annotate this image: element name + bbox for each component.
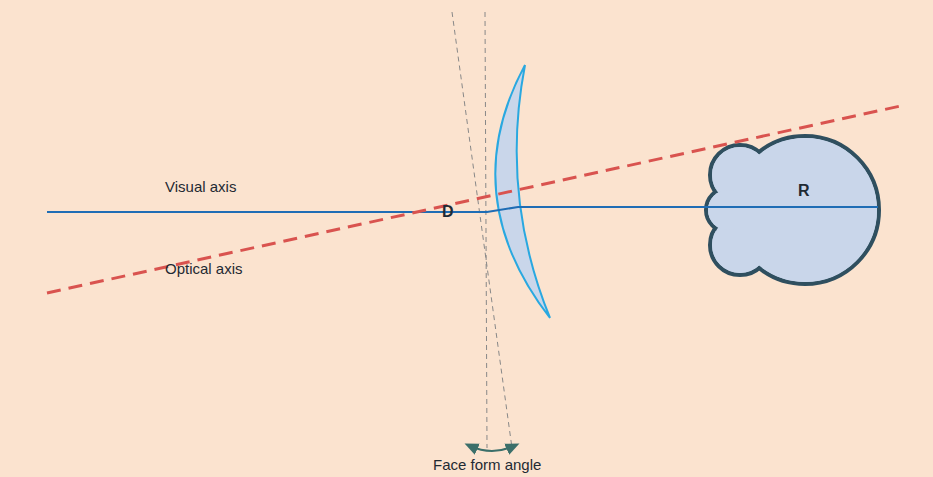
- point-label: R: [798, 181, 810, 200]
- angle-arc: [470, 446, 514, 451]
- eye: [706, 136, 879, 284]
- vertical-reference: [485, 12, 487, 448]
- point-label: D: [442, 202, 454, 221]
- optical-axis: [47, 105, 905, 293]
- axis-label: Optical axis: [165, 260, 243, 278]
- angle-label: Face form angle: [433, 456, 541, 474]
- axis-label: Visual axis: [165, 178, 236, 196]
- visual-axis: [47, 207, 878, 212]
